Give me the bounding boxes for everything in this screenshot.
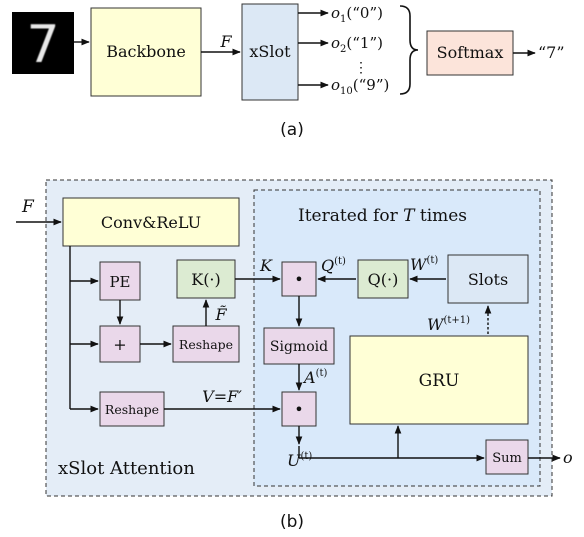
dot-symbol-2: • <box>294 400 303 419</box>
sum-box <box>485 439 529 475</box>
digit-image <box>12 12 74 74</box>
reshape-box-1 <box>172 325 240 363</box>
caption-b: (b) <box>280 512 304 532</box>
result-label: “7” <box>538 43 565 62</box>
iteration-title: Iterated for T times <box>298 206 467 226</box>
input-label-f: F <box>21 197 35 217</box>
softmax-label: Softmax <box>437 43 504 62</box>
u-label: U(t) <box>287 451 312 470</box>
output-o2: o2(“1”) <box>331 34 383 55</box>
q-function-label: Q(·) <box>368 270 399 289</box>
output-dots: ⋮ <box>354 60 368 76</box>
a-label: A(t) <box>302 368 327 387</box>
q-function-box <box>357 259 409 299</box>
feature-label-f: F <box>219 32 232 51</box>
dot-product-box-2 <box>281 391 317 427</box>
slots-box <box>447 254 529 304</box>
pipeline-figure-a: 7 Backbone F xSlot o1(“0”) o2(“1”) ⋮ o10… <box>12 3 565 140</box>
output-o1: o1(“0”) <box>331 4 383 25</box>
backbone-label: Backbone <box>106 42 186 61</box>
sum-label: Sum <box>492 451 522 466</box>
sigmoid-label: Sigmoid <box>270 339 328 355</box>
pe-label: PE <box>109 273 130 291</box>
reshape-box-2 <box>99 391 165 427</box>
k-label: K <box>259 256 273 275</box>
output-brace <box>399 5 419 95</box>
q-label: Q(t) <box>321 256 346 275</box>
gru-label: GRU <box>419 371 460 391</box>
k-function-box <box>176 259 236 299</box>
output-o10: o10(“9”) <box>331 76 389 97</box>
output-label-o: o <box>563 448 573 467</box>
xslot-attention-figure-b: xSlot Attention Iterated for T times F C… <box>16 179 573 532</box>
xslot-label: xSlot <box>249 42 291 61</box>
plus-label: + <box>113 335 126 354</box>
dot-symbol-1: • <box>294 270 303 289</box>
w-label: W(t) <box>410 255 438 274</box>
conv-relu-box <box>62 197 240 247</box>
pe-box <box>99 261 141 301</box>
conv-relu-label: Conv&ReLU <box>101 213 201 232</box>
w-next-label: W(t+1) <box>427 315 470 334</box>
plus-box <box>99 325 141 363</box>
gru-box <box>349 335 529 425</box>
sigmoid-box <box>263 327 335 365</box>
caption-a: (a) <box>280 120 304 140</box>
xslot-box <box>241 3 299 101</box>
dot-product-box-1 <box>281 261 317 297</box>
reshape-label-2: Reshape <box>105 402 159 417</box>
k-function-label: K(·) <box>191 270 221 289</box>
module-title: xSlot Attention <box>58 458 195 479</box>
v-label: V=F′ <box>202 387 242 406</box>
digit-image-glyph: 7 <box>26 15 59 75</box>
backbone-box <box>90 7 202 97</box>
f-tilde-label: F̃ <box>214 305 227 324</box>
reshape-label-1: Reshape <box>179 337 233 352</box>
slots-label: Slots <box>468 270 508 289</box>
